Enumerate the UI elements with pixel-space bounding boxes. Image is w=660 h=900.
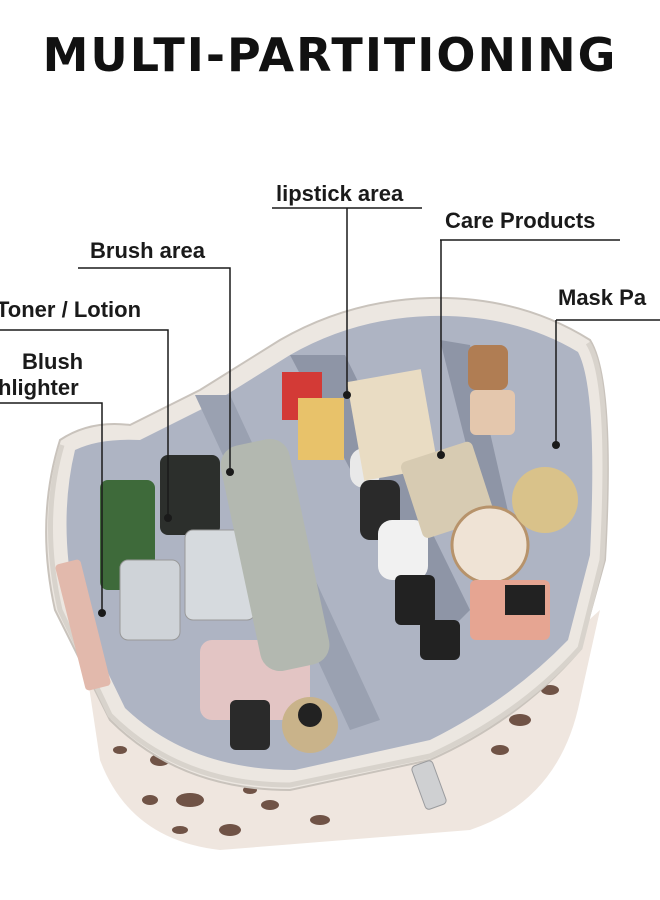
zipper bbox=[47, 341, 608, 788]
line-brush bbox=[78, 267, 231, 470]
bag-leopard-body bbox=[85, 610, 600, 850]
line-blush bbox=[0, 402, 103, 613]
cosmetic-items bbox=[55, 345, 578, 753]
label-blush: Blush bbox=[22, 349, 84, 374]
headline: MULTI-PARTITIONING bbox=[42, 28, 618, 82]
divider-right bbox=[440, 340, 510, 540]
zipper-pull bbox=[411, 760, 447, 810]
label-lipstick-area: lipstick area bbox=[276, 181, 404, 206]
callout-dots bbox=[98, 391, 560, 617]
label-toner-lotion: Toner / Lotion bbox=[0, 297, 142, 322]
line-toner bbox=[0, 329, 169, 518]
callout-lines bbox=[0, 207, 660, 613]
label-care-products: Care Products bbox=[445, 208, 596, 233]
label-brush-area: Brush area bbox=[90, 238, 205, 263]
label-highlighter: hlighter bbox=[0, 375, 79, 400]
bag-lining bbox=[66, 315, 593, 770]
label-mask-pack: Mask Pa bbox=[558, 285, 647, 310]
